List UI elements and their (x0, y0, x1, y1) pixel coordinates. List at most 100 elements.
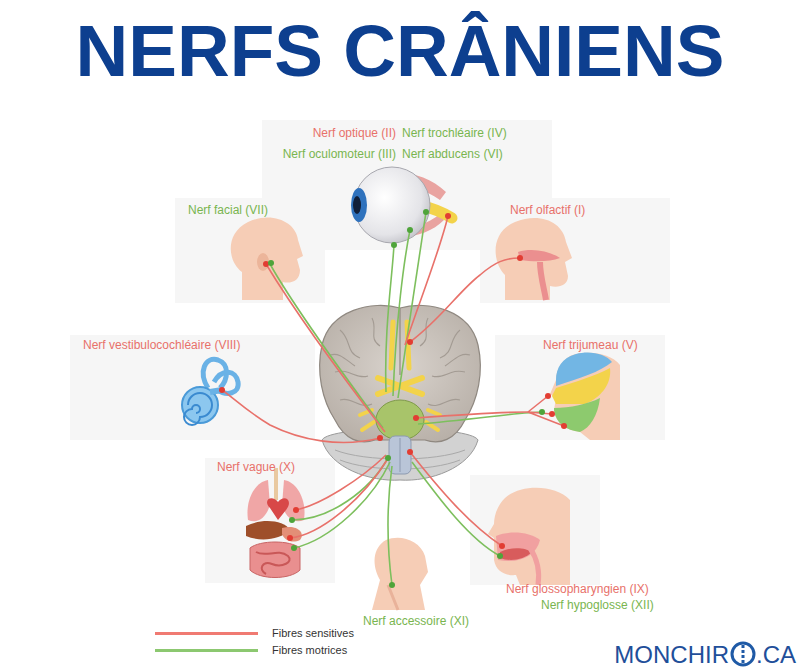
eye-illustration (351, 188, 367, 222)
nerve-end-dot (413, 415, 419, 421)
logo-symbol (732, 643, 754, 665)
sensory-fiber (410, 452, 502, 546)
sensory-fiber (222, 216, 564, 546)
legend-line (155, 632, 258, 635)
sensory-fiber (410, 258, 520, 342)
diagram-title: NERFS CRÂNIENS (0, 14, 800, 87)
nerve-label: Nerf vague (X) (217, 460, 295, 474)
nerve-end-dot (497, 553, 503, 559)
head-illustration (530, 548, 539, 585)
nerve-end-dot (407, 449, 413, 455)
motor-fiber (294, 462, 390, 548)
legend-line (155, 649, 258, 652)
brain-illustration (399, 308, 400, 375)
nerve-end-dot (291, 545, 297, 551)
eye-illustration (353, 196, 361, 214)
face-illustration (550, 353, 620, 440)
nerve-label: Nerf accessoire (XI) (363, 614, 469, 628)
nerve-end-dot (385, 455, 391, 461)
nerve-end-dot (561, 423, 567, 429)
nerve-label: Nerf optique (II) (313, 126, 396, 140)
nerve-end-dot (499, 543, 505, 549)
nerve-end-dot (219, 387, 225, 393)
nerve-end-dot (289, 517, 295, 523)
nerve-label: Nerf trochléaire (IV) (402, 126, 507, 140)
nerve-end-dot (268, 260, 274, 266)
nerve-label: Nerf olfactif (I) (510, 203, 585, 217)
nerve-label: Nerf facial (VII) (188, 203, 268, 217)
nerve-label: Nerf trijumeau (V) (543, 338, 638, 352)
organs-illustration (250, 542, 300, 578)
legend-text: Fibres motrices (272, 643, 347, 657)
sensory-fiber (405, 216, 448, 345)
brain-illustration (330, 318, 470, 406)
face-illustration (554, 398, 600, 432)
logo-symbol (742, 645, 745, 663)
head-illustration (500, 548, 532, 560)
head-illustration (518, 250, 560, 261)
face-illustration (550, 352, 620, 440)
background-panel (205, 458, 335, 583)
nerve-end-dot (423, 209, 429, 215)
head-illustration (488, 488, 570, 585)
nerve-label: Nerf hypoglosse (XII) (541, 598, 654, 612)
motor-fiber (398, 212, 426, 398)
motor-fiber (388, 466, 392, 585)
background-panel (495, 335, 665, 440)
nerve-end-dot (293, 507, 299, 513)
sensory-fiber (266, 264, 385, 432)
brain-illustration (320, 305, 481, 480)
organs-illustration (247, 480, 270, 521)
motor-fiber (270, 264, 383, 428)
face-illustration (552, 368, 610, 404)
nerve-end-dot (539, 409, 545, 415)
sensory-fiber (222, 390, 380, 442)
nerve-end-dot (391, 242, 397, 248)
organs-illustration (256, 552, 290, 574)
head-illustration (488, 488, 570, 585)
nerve-end-dot (389, 582, 395, 588)
head-illustration (231, 218, 303, 300)
sensory-fiber (528, 396, 564, 426)
head-illustration (540, 262, 546, 300)
nerve-end-dot (407, 227, 413, 233)
nerve-end-dot (445, 213, 451, 219)
motor-fiber (386, 245, 394, 392)
head-illustration (231, 218, 303, 300)
sensory-fiber (290, 460, 387, 538)
background-panel (70, 335, 315, 440)
organs-illustration (267, 498, 289, 520)
nerve-end-dot (219, 209, 567, 588)
watermark-text: MONCHIR (614, 640, 729, 669)
inner-ear-illustration (182, 359, 238, 425)
motor-fiber (270, 212, 542, 585)
brain-illustration (322, 429, 478, 480)
neck-illustration (372, 538, 428, 610)
eye-illustration (351, 167, 452, 243)
nerve-end-dot (287, 535, 293, 541)
sensory-fiber (296, 455, 386, 510)
watermark-text: .CA (756, 640, 796, 669)
logo-symbol (732, 643, 754, 665)
background-panel (70, 120, 670, 585)
legend-text: Fibres sensitives (272, 626, 354, 640)
nerve-label: Nerf vestibulocochléaire (VIII) (83, 338, 240, 352)
brain-illustration (376, 400, 424, 440)
head-illustration (257, 253, 269, 271)
nerve-end-dot (549, 411, 555, 417)
nerve-end-dot (263, 261, 269, 267)
organs-illustration (246, 468, 305, 578)
neck-illustration (388, 585, 398, 610)
nerve-end-dot (377, 435, 383, 441)
neck-illustration (372, 538, 428, 610)
background-panel (470, 475, 600, 585)
nerve-label: Nerf oculomoteur (III) (283, 147, 396, 161)
motor-fiber (412, 462, 500, 556)
nerve-end-dot (545, 393, 551, 399)
organs-illustration (282, 527, 302, 542)
inner-ear-illustration (184, 393, 212, 425)
nerve-label: Nerf abducens (VI) (402, 147, 503, 161)
nerve-end-dot (407, 339, 413, 345)
nerve-end-dot (517, 255, 523, 261)
